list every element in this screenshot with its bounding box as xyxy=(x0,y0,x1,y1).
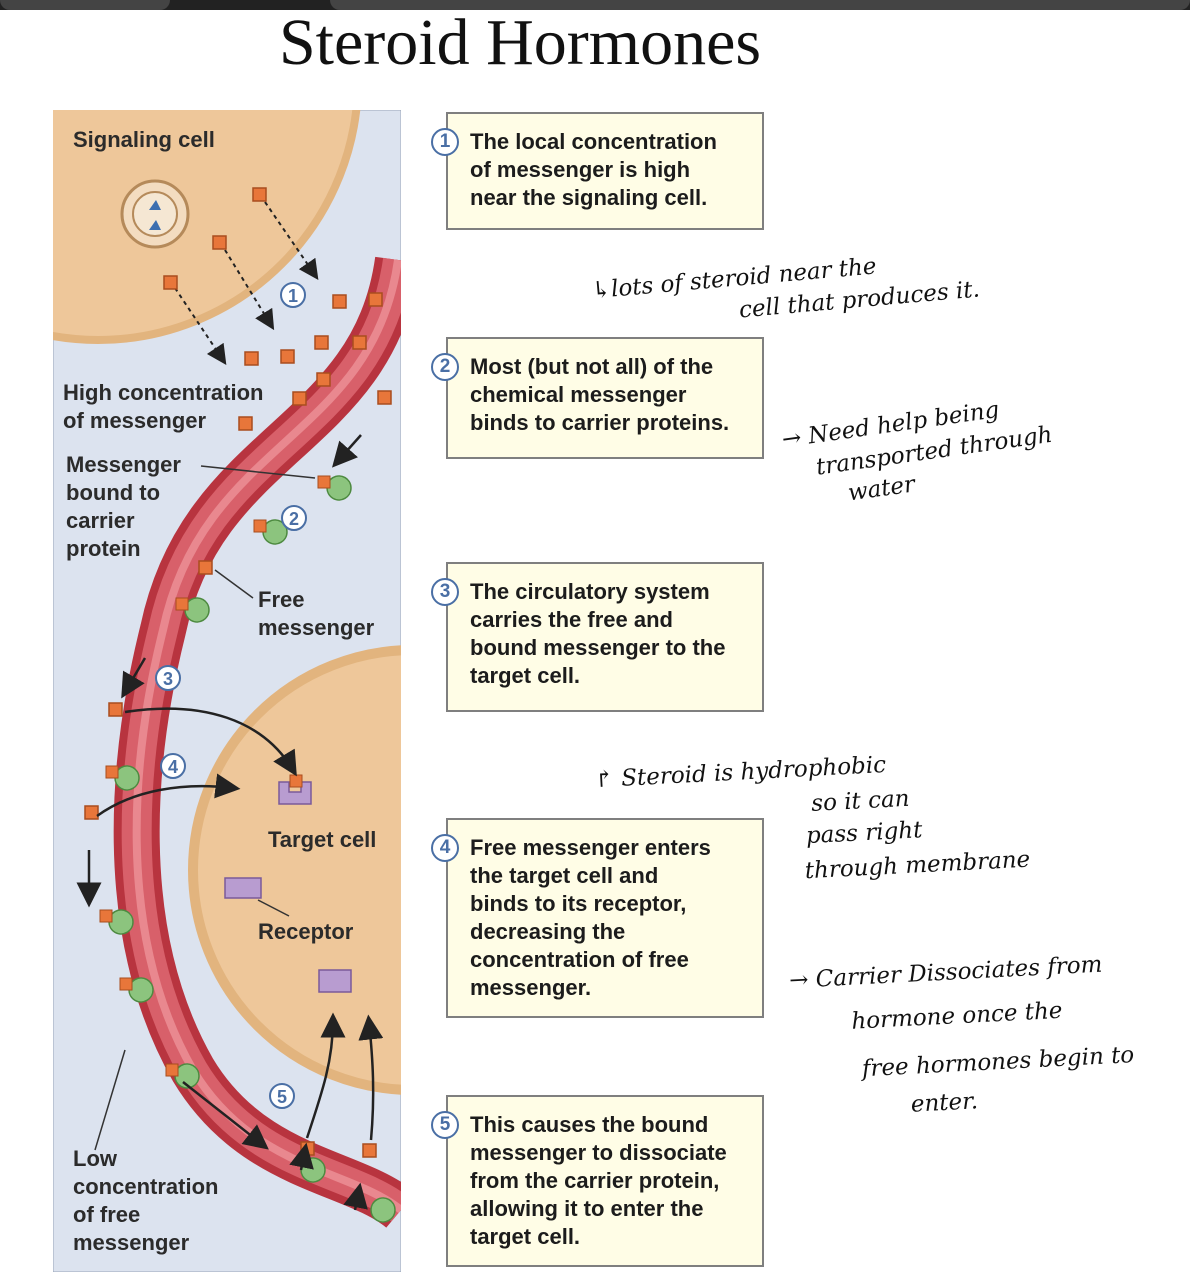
messenger-molecule xyxy=(352,335,367,350)
flow-arrow xyxy=(124,707,297,777)
leader-line xyxy=(257,899,290,917)
label-line: of free xyxy=(73,1202,140,1227)
step-marker-2: 2 xyxy=(289,509,299,529)
label-target-cell: Target cell xyxy=(268,827,376,852)
receptor xyxy=(318,969,352,993)
step-number-4: 4 xyxy=(431,834,459,862)
leader-line xyxy=(200,465,316,479)
label-line: of messenger xyxy=(63,408,206,433)
messenger-molecule xyxy=(362,1143,377,1158)
label-line: concentration xyxy=(73,1174,218,1199)
release-arrow xyxy=(224,249,275,331)
label-line: Receptor xyxy=(258,919,354,944)
label-free-messenger: Free messenger xyxy=(258,587,375,640)
step-text-3: The circulatory system carries the free … xyxy=(470,579,726,688)
step-box-5: 5 This causes the bound messenger to dis… xyxy=(431,1095,764,1267)
release-arrow xyxy=(174,287,227,365)
label-line: Signaling cell xyxy=(73,127,215,152)
messenger-molecule xyxy=(198,560,213,575)
messenger-molecule xyxy=(314,335,329,350)
step-text-2: Most (but not all) of the chemical messe… xyxy=(470,354,730,435)
messenger-molecule xyxy=(332,294,347,309)
step-text-5: This causes the bound messenger to disso… xyxy=(470,1112,727,1249)
note-4-line-3: free hormones begin to xyxy=(859,1042,1135,1082)
top-bar-tab xyxy=(330,0,1190,10)
note-3-line-2: so it can xyxy=(811,786,911,817)
top-bar xyxy=(0,0,1190,10)
note-4-line-1: → Carrier Dissociates from xyxy=(789,952,1103,994)
label-high-concentration: High concentration of messenger xyxy=(63,380,263,433)
step-marker-3: 3 xyxy=(163,669,173,689)
label-line: High concentration xyxy=(63,380,263,405)
page-title: Steroid Hormones xyxy=(278,6,762,79)
step-marker-1: 1 xyxy=(288,286,298,306)
release-arrow xyxy=(264,201,319,280)
messenger-molecule xyxy=(84,805,99,820)
label-line: Target cell xyxy=(268,827,376,852)
label-line: carrier xyxy=(66,508,135,533)
messenger-molecule xyxy=(212,235,227,250)
receptor xyxy=(224,877,262,899)
messenger-molecule xyxy=(163,275,178,290)
vesicle-icon xyxy=(149,220,161,230)
messenger-molecule xyxy=(108,702,123,717)
messenger-molecule xyxy=(368,292,383,307)
flow-arrow xyxy=(332,434,362,468)
leader-line xyxy=(214,569,254,599)
step-number-5: 5 xyxy=(431,1111,459,1139)
flow-arrow xyxy=(121,657,147,699)
label-line: messenger xyxy=(258,615,375,640)
note-4-line-2: hormone once the xyxy=(851,998,1063,1035)
messenger-molecule xyxy=(316,372,331,387)
label-messenger-bound: Messenger bound to carrier protein xyxy=(66,452,181,561)
step-marker-5: 5 xyxy=(277,1087,287,1107)
step-box-1: 1 The local concentration of messenger i… xyxy=(431,112,764,230)
step-number-2: 2 xyxy=(431,353,459,381)
note-3-line-1: ↱ Steroid is hydrophobic xyxy=(594,752,887,793)
signaling-cell xyxy=(53,110,361,344)
flow-arrow xyxy=(96,773,241,818)
step-box-2: 2 Most (but not all) of the chemical mes… xyxy=(431,337,764,459)
note-2-line-3: water xyxy=(846,471,918,506)
step-box-4: 4 Free messenger enters the target cell … xyxy=(431,818,764,1018)
flow-arrow xyxy=(305,1012,346,1139)
top-bar-tab xyxy=(0,0,170,10)
step-text-4: Free messenger enters the target cell an… xyxy=(470,835,711,1000)
step-marker-4: 4 xyxy=(168,757,178,777)
step-text-1: The local concentration of messenger is … xyxy=(470,129,717,210)
label-line: Free xyxy=(258,587,304,612)
messenger-molecule xyxy=(238,416,253,431)
note-3-line-4: through membrane xyxy=(804,847,1031,885)
messenger-molecule xyxy=(280,349,295,364)
leader-line xyxy=(94,1049,126,1151)
vesicle-icon xyxy=(149,200,161,210)
label-line: protein xyxy=(66,536,141,561)
flow-arrow xyxy=(343,1182,368,1211)
messenger-molecule xyxy=(292,391,307,406)
flow-arrow xyxy=(182,1081,269,1150)
step-markers: 1 2 3 4 5 xyxy=(155,282,307,1109)
note-4-line-4: enter. xyxy=(910,1088,978,1117)
label-line: messenger xyxy=(73,1230,190,1255)
flow-arrow xyxy=(358,1014,384,1141)
label-signaling-cell: Signaling cell xyxy=(73,127,215,152)
messenger-molecule xyxy=(244,351,259,366)
note-3-line-3: pass right xyxy=(805,817,923,849)
step-number-1: 1 xyxy=(431,128,459,156)
step-box-3: 3 The circulatory system carries the fre… xyxy=(431,562,764,712)
label-low-concentration: Low concentration of free messenger xyxy=(73,1146,218,1255)
messenger-molecule xyxy=(252,187,267,202)
step-number-3: 3 xyxy=(431,578,459,606)
label-line: Low xyxy=(73,1146,118,1171)
label-receptor: Receptor xyxy=(258,919,354,944)
steroid-diagram: 1 2 3 4 5 Signaling cell High concentrat… xyxy=(53,110,401,1272)
flow-arrow xyxy=(289,1142,314,1171)
label-line: bound to xyxy=(66,480,160,505)
messenger-molecule xyxy=(377,390,392,405)
label-line: Messenger xyxy=(66,452,181,477)
